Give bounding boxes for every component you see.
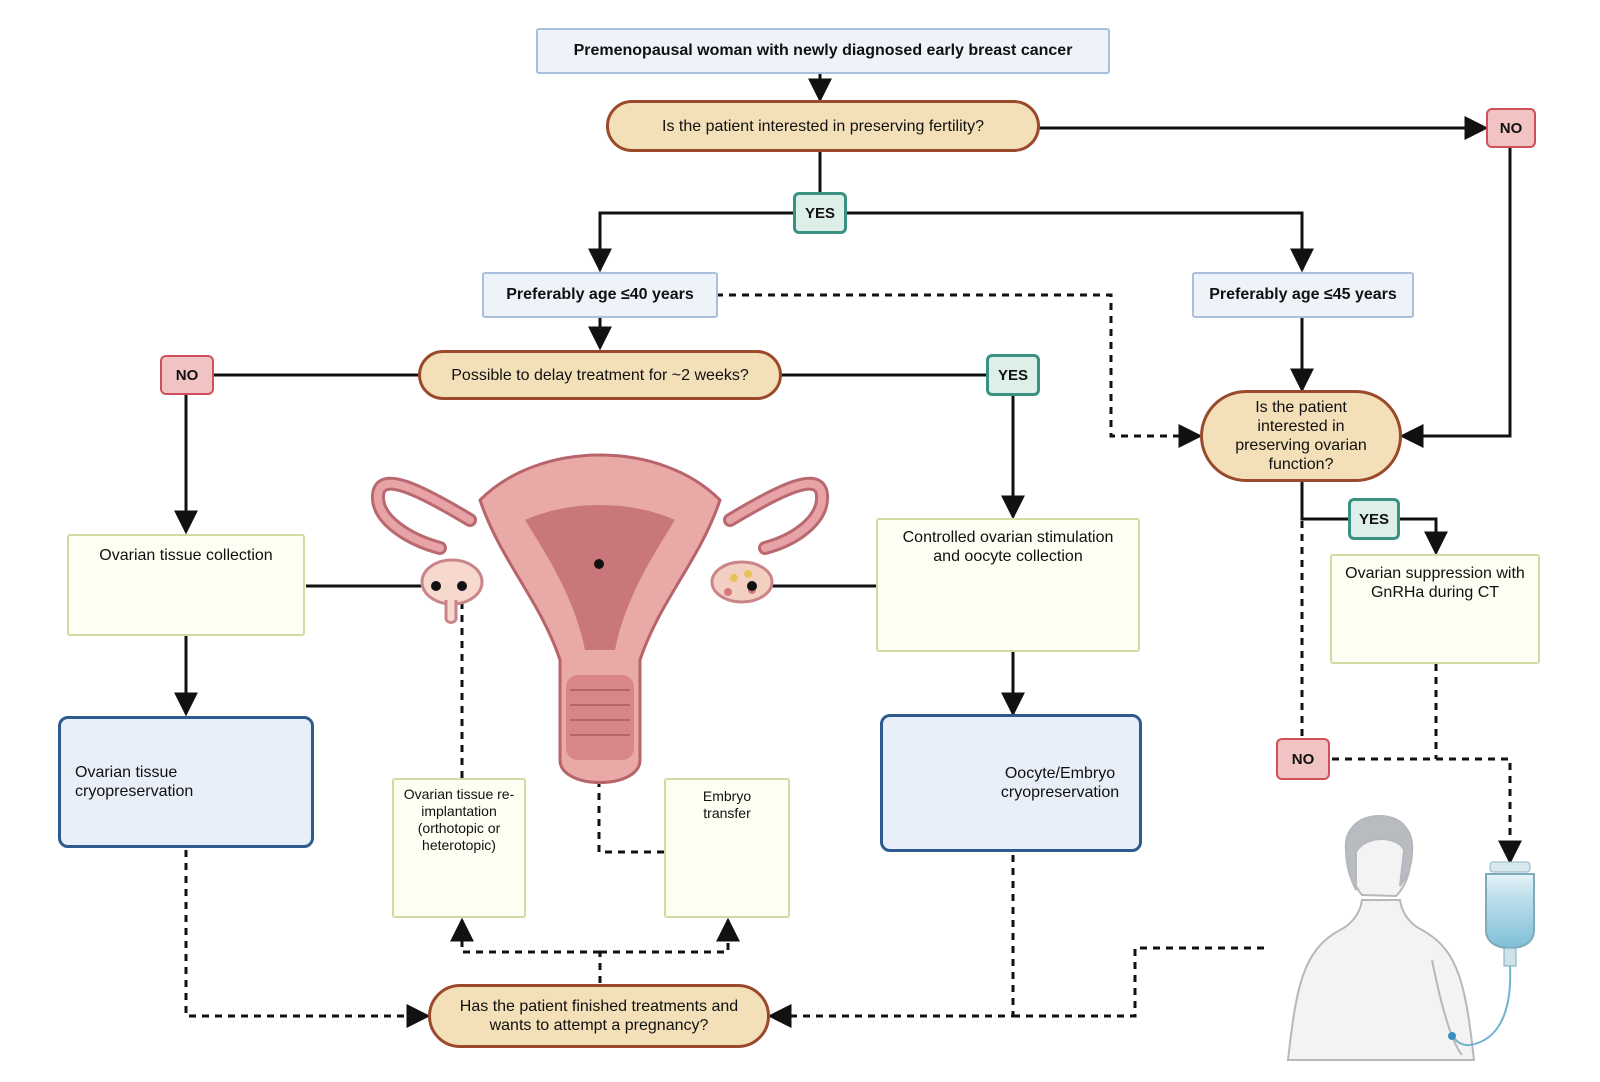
arrow-yes-to-age40 bbox=[588, 211, 793, 273]
question-ovarian-function: Is the patient interested in preserving … bbox=[1200, 390, 1402, 482]
no-badge-top-label: NO bbox=[1499, 119, 1523, 137]
yes-badge-top-label: YES bbox=[804, 204, 835, 222]
age-45-node: Preferably age ≤45 years bbox=[1192, 272, 1414, 318]
patient-figure-icon bbox=[1286, 814, 1476, 1061]
question-delay: Possible to delay treatment for ~2 weeks… bbox=[418, 350, 782, 400]
question-delay-label: Possible to delay treatment for ~2 weeks… bbox=[451, 366, 749, 384]
arrow-no-top-to-q2 bbox=[1399, 148, 1512, 448]
stimulation-box: Controlled ovarian stimulation and oocyt… bbox=[876, 518, 1140, 652]
no-badge-left-label: NO bbox=[175, 366, 199, 384]
age-40-node: Preferably age ≤40 years bbox=[482, 272, 718, 318]
oocyte-cryo-box: Oocyte/Embryo cryopreservation bbox=[880, 714, 1142, 852]
iv-bag-icon bbox=[1448, 861, 1535, 1047]
start-label: Premenopausal woman with newly diagnosed… bbox=[573, 42, 1073, 59]
line-q2-to-yes bbox=[1300, 482, 1350, 521]
question-ovarian-label: Is the patient interested in preserving … bbox=[1235, 399, 1367, 473]
dashed-connectors bbox=[184, 293, 1522, 1028]
stimulation-label: Controlled ovarian stimulation and oocyt… bbox=[902, 529, 1114, 565]
no-badge-right: NO bbox=[1276, 738, 1330, 780]
question-fertility-label: Is the patient interested in preserving … bbox=[662, 117, 984, 135]
ovary-left-point-2 bbox=[457, 581, 467, 591]
uterus-illustration bbox=[371, 453, 829, 784]
dashed-age40-to-q2 bbox=[716, 293, 1203, 448]
uterus-point bbox=[594, 559, 604, 569]
suppression-label: Ovarian suppression with GnRHa during CT bbox=[1345, 565, 1525, 601]
no-badge-top: NO bbox=[1486, 108, 1536, 148]
age-40-label: Preferably age ≤40 years bbox=[506, 286, 694, 303]
tissue-cryo-box: Ovarian tissue cryopreservation bbox=[58, 716, 314, 848]
yes-badge-top: YES bbox=[793, 192, 847, 234]
tissue-collection-label: Ovarian tissue collection bbox=[99, 547, 273, 564]
embryo-transfer-box: Embryo transfer bbox=[664, 778, 790, 918]
yes-badge-mid: YES bbox=[986, 354, 1040, 396]
suppression-box: Ovarian suppression with GnRHa during CT bbox=[1330, 554, 1540, 664]
dashed-to-reimplant bbox=[450, 917, 600, 954]
dashed-tissue-cryo-to-q3 bbox=[184, 850, 431, 1028]
dashed-oocyte-cryo-to-q3 bbox=[767, 855, 1015, 1028]
tissue-cryo-label: Ovarian tissue cryopreservation bbox=[75, 764, 194, 800]
yes-badge-mid-label: YES bbox=[997, 366, 1028, 384]
embryo-transfer-label: Embryo transfer bbox=[702, 788, 752, 821]
yes-badge-right: YES bbox=[1348, 498, 1400, 540]
ovary-right-point bbox=[747, 581, 757, 591]
arrow-yes-to-suppression bbox=[1397, 517, 1448, 556]
question-pregnancy-label: Has the patient finished treatments and … bbox=[459, 998, 739, 1034]
reimplant-label: Ovarian tissue re-implantation (orthotop… bbox=[403, 786, 515, 853]
reimplant-box: Ovarian tissue re-implantation (orthotop… bbox=[392, 778, 526, 918]
arrow-yes-to-age45 bbox=[847, 211, 1314, 273]
tissue-collection-box: Ovarian tissue collection bbox=[67, 534, 305, 636]
no-badge-right-label: NO bbox=[1291, 750, 1315, 768]
ovary-left-point-1 bbox=[431, 581, 441, 591]
dashed-embryo-to-uterus bbox=[597, 564, 664, 854]
dashed-to-embryo bbox=[600, 917, 740, 954]
no-badge-left: NO bbox=[160, 355, 214, 395]
dashed-patient-to-q3 bbox=[1013, 946, 1264, 1018]
start-node: Premenopausal woman with newly diagnosed… bbox=[536, 28, 1110, 74]
question-fertility: Is the patient interested in preserving … bbox=[606, 100, 1040, 152]
age-45-label: Preferably age ≤45 years bbox=[1209, 286, 1397, 303]
oocyte-cryo-label: Oocyte/Embryo cryopreservation bbox=[1000, 765, 1120, 801]
question-pregnancy: Has the patient finished treatments and … bbox=[428, 984, 770, 1048]
yes-badge-right-label: YES bbox=[1358, 510, 1389, 528]
